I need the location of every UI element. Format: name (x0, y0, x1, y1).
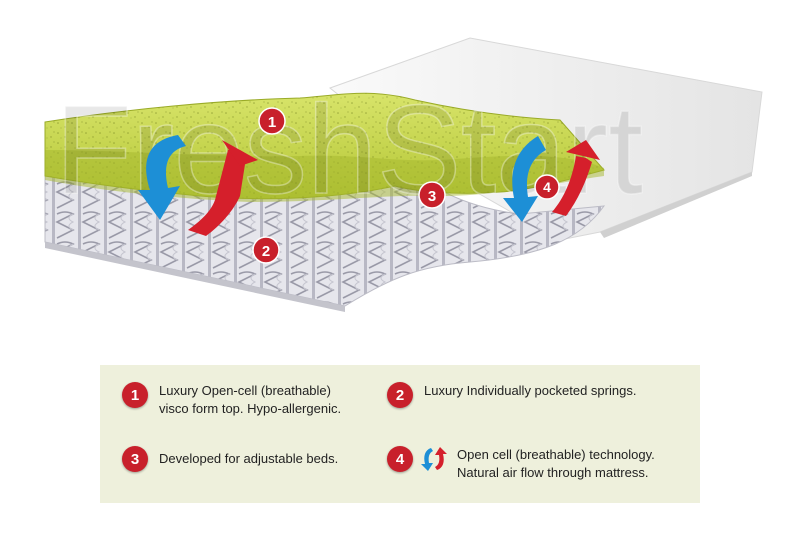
svg-text:4: 4 (543, 179, 551, 195)
number-badge: 4 (387, 446, 413, 472)
callout-1: 1 (258, 107, 286, 135)
arrow-up-red-icon (188, 140, 258, 236)
svg-text:3: 3 (428, 188, 436, 205)
airflow-arrows-icon (421, 447, 447, 471)
callout-4: 4 (534, 174, 560, 200)
arrow-down-blue-icon (503, 136, 546, 222)
legend-text: Luxury Individually pocketed springs. (424, 383, 637, 398)
legend-text: Luxury Open-cell (breathable) visco form… (159, 383, 342, 416)
legend-item-4: 4 Open cell (breathable) technology. Nat… (387, 446, 655, 482)
callout-3: 3 (418, 181, 446, 209)
number-badge: 1 (122, 382, 148, 408)
svg-text:2: 2 (262, 243, 270, 260)
legend-panel: 1 Luxury Open-cell (breathable) visco fo… (100, 365, 700, 503)
number-badge: 2 (387, 382, 413, 408)
arrow-up-red-icon (552, 140, 600, 216)
mattress-diagram: FreshStart 1 2 3 4 (44, 37, 763, 312)
callout-2: 2 (252, 236, 280, 264)
legend-text: Open cell (breathable) technology. Natur… (457, 447, 655, 480)
legend-item-1: 1 Luxury Open-cell (breathable) visco fo… (122, 382, 341, 418)
svg-text:1: 1 (268, 114, 276, 131)
legend-item-3: 3 Developed for adjustable beds. (122, 446, 338, 472)
arrow-down-blue-icon (138, 135, 186, 220)
watermark-text: FreshStart (55, 79, 643, 220)
number-badge: 3 (122, 446, 148, 472)
legend-item-2: 2 Luxury Individually pocketed springs. (387, 382, 636, 408)
legend-text: Developed for adjustable beds. (159, 451, 339, 466)
